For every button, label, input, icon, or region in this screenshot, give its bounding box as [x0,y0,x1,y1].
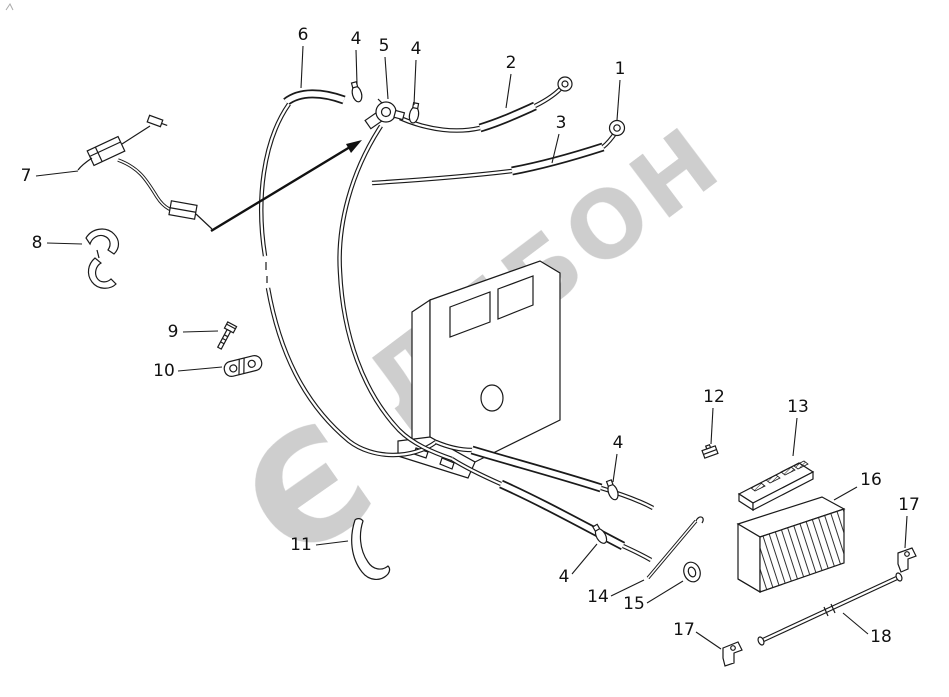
leader-line [904,515,908,549]
part-4-clamp-d [592,523,608,544]
callout-4d: 4 [559,543,598,587]
leader-line [842,612,869,635]
callout-5: 5 [379,36,390,100]
callout-label: 6 [298,25,309,45]
callout-label: 4 [411,39,422,59]
leader-line [616,79,621,121]
callout-10: 10 [153,361,223,381]
callout-label: 13 [787,397,809,417]
leader-line [300,45,304,89]
callout-13: 13 [787,397,809,457]
leader-line [551,133,560,164]
leader-line [413,59,417,106]
leader-line [355,49,358,85]
hose-6 [286,94,344,102]
callout-7: 7 [21,166,79,186]
callout-14: 14 [587,579,645,607]
callout-label: 4 [559,567,570,587]
leader-line [315,540,349,546]
long-tube-left [261,104,436,455]
callout-6: 6 [298,25,309,89]
leader-line [35,170,79,177]
callout-16: 16 [833,470,882,501]
callout-1: 1 [615,59,626,121]
part-10-bracket [223,355,263,377]
part-4-clamp-b [408,102,420,124]
callout-4a: 4 [351,29,362,85]
callout-label: 7 [21,166,32,186]
part-7-cable [77,114,213,230]
leader-line [182,330,219,333]
callout-label: 9 [168,322,179,342]
leader-line [384,56,389,100]
callout-4c: 4 [612,433,624,483]
leader-line [695,631,722,650]
part-12-clip [701,443,719,459]
leader-line [833,486,858,501]
part-15-grommet [683,561,701,583]
callout-12: 12 [703,387,725,445]
leader-line [505,73,512,109]
callout-8: 8 [32,233,83,253]
callout-label: 8 [32,233,43,253]
part-11-hook [351,518,391,580]
watermark-logo-glyph: Є [213,390,403,596]
part-18-pipe [757,572,903,646]
callout-label: 1 [615,59,626,79]
callout-label: 4 [351,29,362,49]
callout-4b: 4 [411,39,422,106]
part-1-grommet-a [557,76,573,92]
callout-label: 5 [379,36,390,56]
callout-label: 4 [613,433,624,453]
part-4-clamp-a [350,81,363,103]
leader-line [710,407,714,445]
part-4-clamp-c [605,479,619,501]
part-14-rod [646,516,704,580]
leader-line [792,417,798,457]
callout-label: 17 [673,620,695,640]
callout-label: 17 [898,495,920,515]
leader-line [612,453,618,483]
callout-3: 3 [551,113,567,164]
callout-2: 2 [505,53,517,109]
part-13-plate [737,460,815,512]
callout-label: 11 [290,535,312,555]
callout-label: 14 [587,587,609,607]
callout-label: 16 [860,470,882,490]
part-9-bolt [216,321,238,350]
leader-line [610,579,645,597]
leader-line [177,366,223,372]
part-8-clamp [85,228,120,289]
callout-17a: 17 [898,495,920,549]
leader-line [646,580,684,604]
callout-9: 9 [168,322,219,342]
callout-label: 3 [556,113,567,133]
part-16-heater-core [736,496,846,594]
callout-label: 12 [703,387,725,407]
hose-2 [480,86,563,128]
callout-15: 15 [623,580,684,614]
part-17-bracket-bottom [722,641,743,667]
part-17-bracket-right [897,547,917,573]
callout-label: 10 [153,361,175,381]
part-1-grommet-b [608,119,626,137]
callout-label: 15 [623,594,645,614]
callout-17b: 17 [673,620,722,650]
leader-line [46,242,83,245]
callout-label: 2 [506,53,517,73]
corner-mark [5,3,14,11]
callout-label: 18 [870,627,892,647]
callout-11: 11 [290,535,349,555]
callout-18: 18 [842,612,892,647]
pointer-arrow [210,140,362,233]
hose-3 [372,132,616,183]
leader-line [571,543,598,575]
part-5-valve [364,98,406,130]
